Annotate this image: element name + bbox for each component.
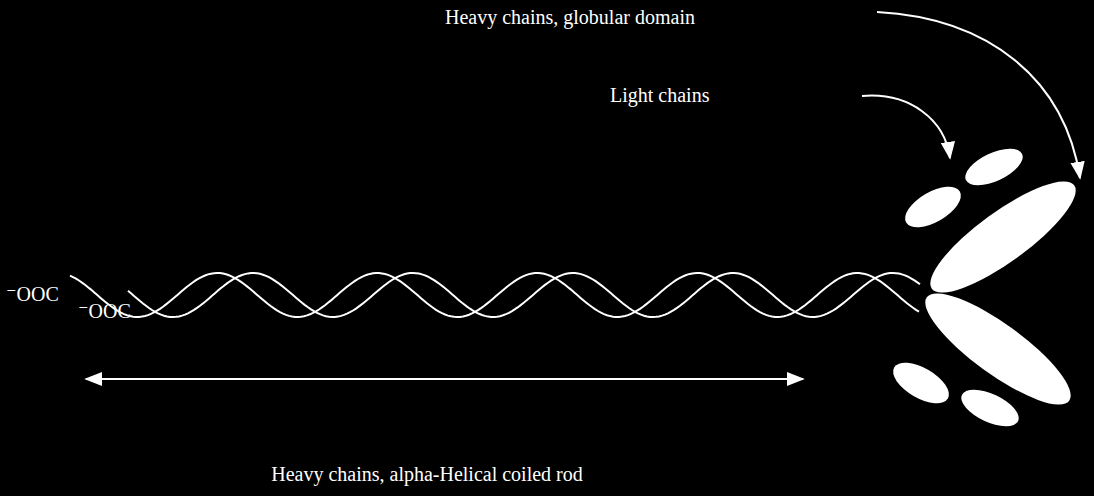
part-label: Heavy chains, globular domain xyxy=(445,6,695,28)
dimension-arrow xyxy=(86,378,803,380)
heads xyxy=(887,141,1089,434)
light-chain xyxy=(887,355,956,412)
helix-strand xyxy=(70,273,919,317)
globular-head xyxy=(917,165,1089,309)
light-chain xyxy=(960,141,1028,193)
part-label: Light chains xyxy=(610,84,709,106)
coiled-rod xyxy=(70,273,920,317)
light-chain xyxy=(956,382,1024,434)
leader-arrow xyxy=(862,96,950,158)
leader-arrow xyxy=(877,12,1080,178)
helix-strand xyxy=(128,273,920,317)
terminus-label: ⁻OOC xyxy=(6,283,59,305)
light-chain xyxy=(899,179,968,236)
terminus-label: ⁻OOC xyxy=(78,300,131,322)
dimension-label: Heavy chains, alpha-Helical coiled rod xyxy=(271,463,583,485)
